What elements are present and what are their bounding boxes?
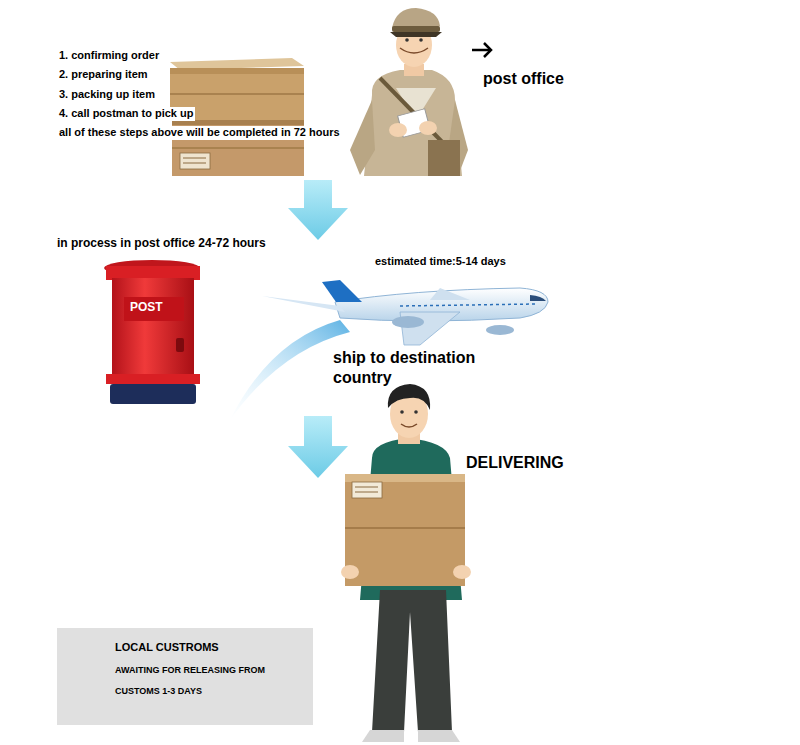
flight-trail	[230, 320, 350, 420]
step-note: all of these steps above will be complet…	[57, 126, 342, 140]
delivery-man	[341, 384, 471, 742]
box-heading: LOCAL CUSTROMS	[115, 640, 295, 654]
step-item: 3. packing up item	[57, 88, 157, 102]
step-item: 2. preparing item	[57, 68, 150, 82]
destination-label: post office	[483, 69, 564, 89]
time-note: estimated time:5-14 days	[375, 255, 506, 269]
step-item: 4. call postman to pick up	[57, 107, 195, 121]
flow-arrow	[288, 180, 348, 240]
postman-figure	[350, 8, 468, 176]
step-item: 1. confirming order	[57, 49, 161, 63]
shipping-label: ship to destination country	[333, 348, 483, 388]
flow-arrow	[288, 416, 348, 478]
arrow-symbol	[472, 43, 491, 57]
delivery-label: DELIVERING	[466, 453, 564, 473]
box-body: AWAITING FOR RELEASING FROM CUSTOMS 1-3 …	[115, 660, 265, 702]
mailbox-sign: POST	[130, 300, 163, 315]
mailbox	[104, 260, 200, 404]
customs-box: LOCAL CUSTROMS AWAITING FOR RELEASING FRO…	[57, 628, 313, 725]
airplane	[262, 280, 548, 345]
process-note: in process in post office 24-72 hours	[57, 236, 266, 251]
